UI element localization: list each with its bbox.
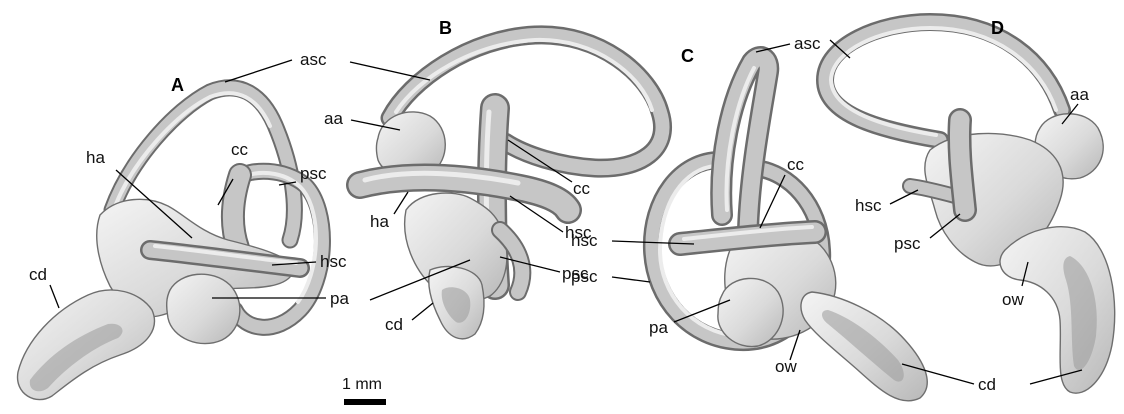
label-c-hsc-shared: hsc (571, 231, 598, 250)
label-c-ow: ow (775, 357, 797, 376)
label-d-aa: aa (1070, 85, 1089, 104)
label-c-pa: pa (649, 318, 668, 337)
label-c-cd: cd (978, 375, 996, 394)
label-c-cc: cc (787, 155, 805, 174)
label-a-asc: asc (300, 50, 327, 69)
label-c-psc-shared: psc (571, 267, 598, 286)
label-a-cd: cd (29, 265, 47, 284)
label-b-cc: cc (573, 179, 591, 198)
label-d-ow: ow (1002, 290, 1024, 309)
specimen-b (360, 35, 663, 339)
scale-bar-line (344, 399, 386, 405)
label-b-cd: cd (385, 315, 403, 334)
label-c-asc: asc (794, 34, 821, 53)
specimen-a (18, 88, 323, 400)
label-a-ha: ha (86, 148, 105, 167)
label-b-ha: ha (370, 212, 389, 231)
panel-label-c: C (681, 46, 694, 66)
specimen-c (652, 57, 927, 401)
panel-label-d: D (991, 18, 1004, 38)
scale-bar-label: 1 mm (342, 376, 382, 393)
label-b-aa: aa (324, 109, 343, 128)
label-d-hsc: hsc (855, 196, 882, 215)
label-a-pa: pa (330, 289, 349, 308)
label-d-psc: psc (894, 234, 921, 253)
panel-label-b: B (439, 18, 452, 38)
scale-bar: 1 mm (342, 376, 386, 405)
panel-label-a: A (171, 75, 184, 95)
label-a-cc: cc (231, 140, 249, 159)
label-a-hsc: hsc (320, 252, 347, 271)
label-a-psc: psc (300, 164, 327, 183)
